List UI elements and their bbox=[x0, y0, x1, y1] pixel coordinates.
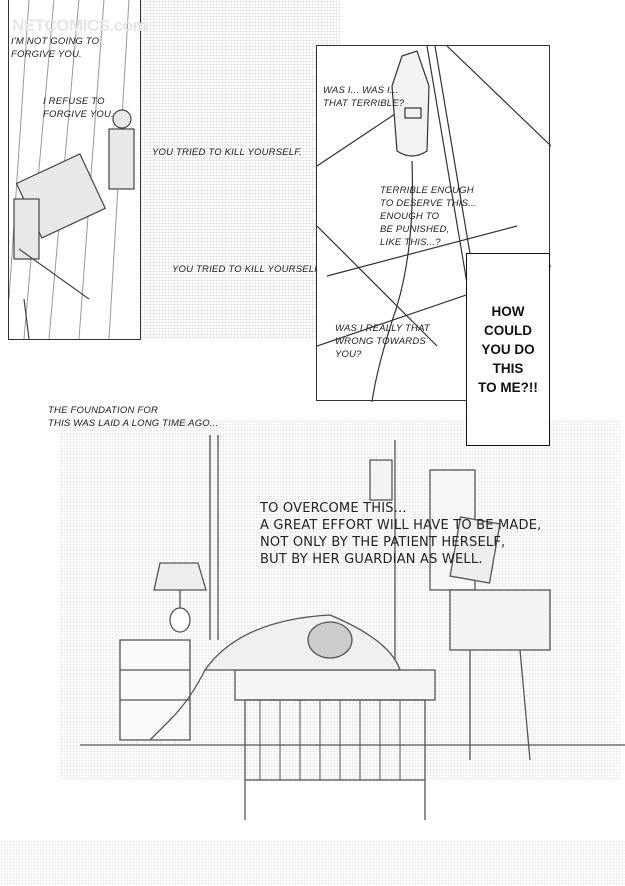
caption-foundation: THE FOUNDATION FOR THIS WAS LAID A LONG … bbox=[48, 405, 219, 429]
panel-stretcher: I'M NOT GOING TO FORGIVE YOU. I REFUSE T… bbox=[8, 0, 141, 340]
caption-really-wrong: WAS I REALLY THAT WRONG TOWARDS YOU? bbox=[335, 323, 430, 360]
caption-terrible-enough: TERRIBLE ENOUGH TO DESERVE THIS... ENOUG… bbox=[380, 185, 477, 248]
screentone-background bbox=[140, 0, 340, 340]
caption-refuse-forgive: I REFUSE TO FORGIVE YOU. bbox=[43, 96, 114, 120]
caption-tried-kill-2: YOU TRIED TO KILL YOURSELF! bbox=[172, 264, 324, 275]
caption-that-terrible: WAS I... WAS I... THAT TERRIBLE? bbox=[323, 85, 405, 109]
narration-overcome: TO OVERCOME THIS... A GREAT EFFORT WILL … bbox=[260, 501, 542, 567]
stretcher-illustration bbox=[9, 0, 135, 340]
caption-not-forgive: I'M NOT GOING TO FORGIVE YOU. bbox=[11, 36, 100, 60]
netcomics-watermark-logo: NETCOMICS.com bbox=[12, 16, 148, 35]
caption-tried-kill-1: YOU TRIED TO KILL YOURSELF. bbox=[152, 147, 302, 158]
screentone-floor bbox=[0, 840, 625, 886]
shout-box: HOW COULD YOU DO THIS TO ME?!! bbox=[466, 253, 550, 446]
